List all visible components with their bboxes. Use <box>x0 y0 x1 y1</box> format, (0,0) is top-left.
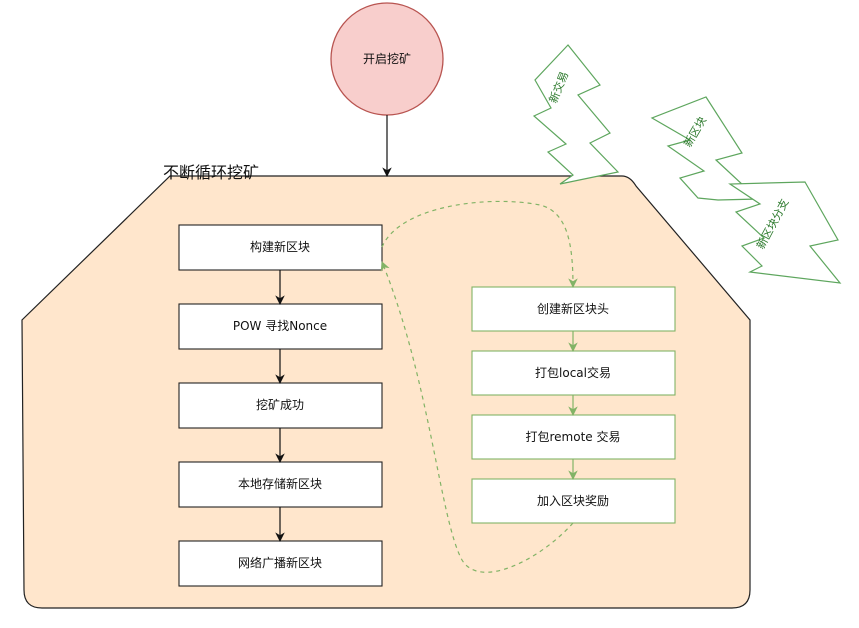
dashed-connector-to-header <box>381 200 578 288</box>
step-create-header: 创建新区块头 <box>471 286 676 332</box>
event-new-transaction: 新交易 <box>532 44 620 185</box>
step-pow-nonce: POW 寻找Nonce <box>178 303 383 350</box>
step-store-block: 本地存储新区块 <box>178 461 383 508</box>
step-build-block: 构建新区块 <box>178 224 383 271</box>
step-label: 加入区块奖励 <box>537 494 609 508</box>
step-label: 挖矿成功 <box>256 397 304 412</box>
step-mining-success: 挖矿成功 <box>178 382 383 429</box>
bolt-icon <box>728 181 842 284</box>
container-title: 不断循环挖矿 <box>163 163 259 182</box>
start-label: 开启挖矿 <box>363 51 411 66</box>
step-label: 本地存储新区块 <box>238 476 322 491</box>
step-label: 构建新区块 <box>250 239 310 254</box>
step-label: 网络广播新区块 <box>238 555 322 570</box>
start-mining-node: 开启挖矿 <box>330 2 444 116</box>
bolt-icon <box>532 44 620 185</box>
bolt-icon <box>650 96 760 201</box>
step-label: POW 寻找Nonce <box>233 319 327 333</box>
step-broadcast-block: 网络广播新区块 <box>178 540 383 587</box>
step-label: 打包remote 交易 <box>526 429 621 444</box>
step-label: 打包local交易 <box>535 365 611 380</box>
event-new-block: 新区块 <box>650 96 760 201</box>
step-pack-remote-tx: 打包remote 交易 <box>471 414 676 460</box>
step-label: 创建新区块头 <box>537 301 609 316</box>
step-pack-local-tx: 打包local交易 <box>471 350 676 396</box>
dashed-connector-return <box>380 261 574 573</box>
step-add-reward: 加入区块奖励 <box>471 478 676 524</box>
event-new-branch: 新区块分支 <box>728 181 842 284</box>
